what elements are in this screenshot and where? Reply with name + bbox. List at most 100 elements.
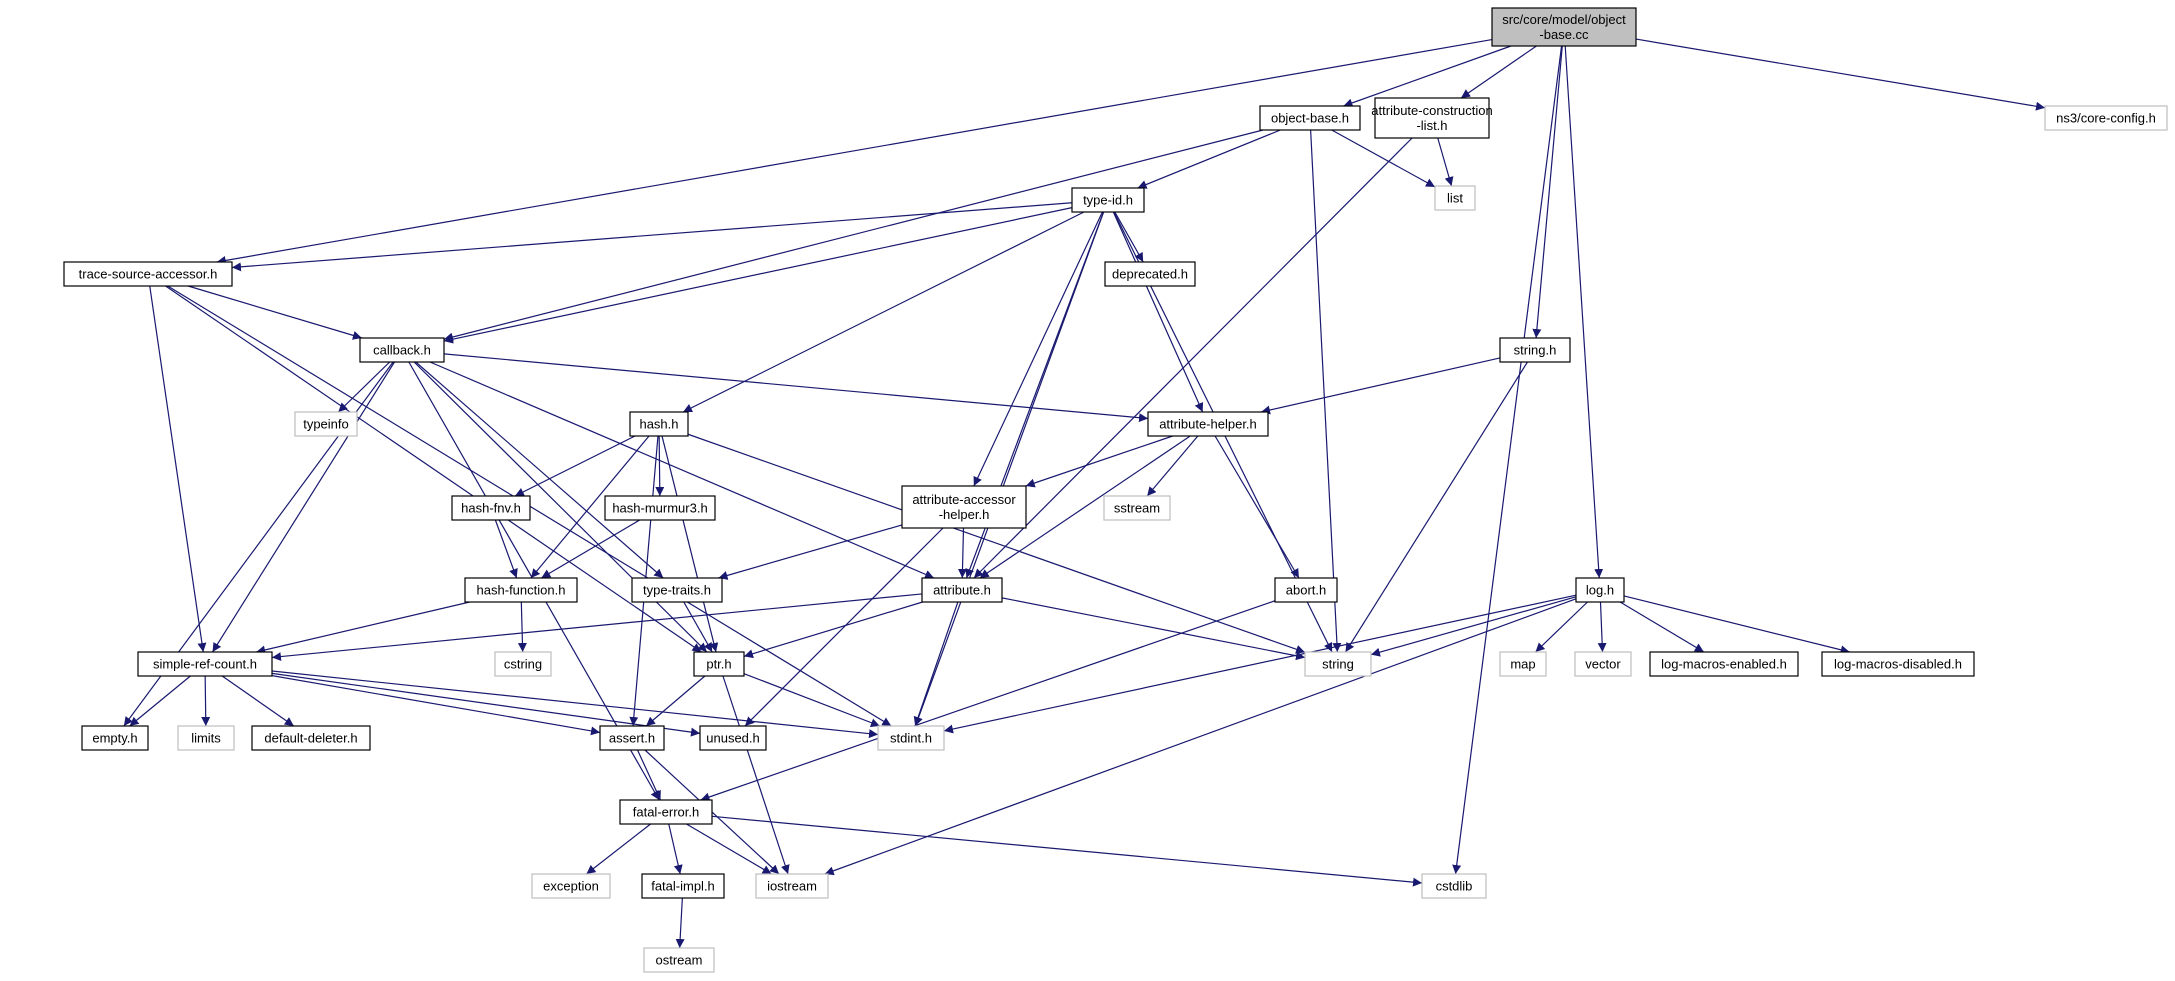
edge-root-to-attr_construction — [1460, 45, 1537, 99]
edge-type_id-to-callback — [443, 207, 1073, 344]
node-label: hash-murmur3.h — [612, 501, 707, 516]
node-map: map — [1499, 651, 1547, 677]
node-box — [1374, 97, 1490, 139]
node-label: attribute.h — [933, 583, 991, 598]
edge-attr_accessor-to-unused — [744, 527, 944, 727]
node-deprecated[interactable]: deprecated.h — [1104, 261, 1196, 287]
node-callback[interactable]: callback.h — [359, 337, 445, 363]
node-simple-ref[interactable]: simple-ref-count.h — [137, 651, 273, 677]
node-box — [1104, 261, 1196, 287]
node-root[interactable]: src/core/model/object-base.cc — [1491, 7, 1637, 47]
node-box — [451, 495, 531, 521]
node-label: -base.cc — [1539, 27, 1589, 42]
node-label: deprecated.h — [1112, 267, 1188, 282]
node-box — [1103, 495, 1171, 521]
node-label: type-id.h — [1083, 193, 1133, 208]
node-log[interactable]: log.h — [1575, 577, 1625, 603]
edge-type_id-to-hash — [682, 211, 1085, 413]
node-unused[interactable]: unused.h — [699, 725, 767, 751]
edge-trace_source-to-ptr — [165, 285, 702, 653]
node-stdint: stdint.h — [877, 725, 945, 751]
node-label: hash-function.h — [477, 583, 566, 598]
node-fatal-error[interactable]: fatal-error.h — [619, 799, 713, 825]
node-label: log-macros-enabled.h — [1661, 657, 1787, 672]
node-string-h[interactable]: string.h — [1499, 337, 1571, 363]
edge-type_id-to-trace_source — [231, 202, 1073, 272]
edge-assert-to-fatal_error — [636, 749, 662, 801]
edge-attribute-to-simple_ref — [271, 593, 923, 662]
edge-attr_helper-to-attribute — [979, 435, 1191, 579]
node-label: cstring — [504, 657, 542, 672]
node-hash[interactable]: hash.h — [629, 411, 689, 437]
edge-log-to-string — [1370, 596, 1577, 657]
node-box — [921, 577, 1003, 603]
node-label: fatal-error.h — [633, 805, 699, 820]
node-default-deleter[interactable]: default-deleter.h — [251, 725, 371, 751]
edge-string_h-to-attr_helper — [1260, 357, 1501, 415]
node-attr-accessor[interactable]: attribute-accessor-helper.h — [901, 485, 1027, 529]
node-box — [1575, 577, 1625, 603]
node-box — [1821, 651, 1975, 677]
node-label: log.h — [1586, 583, 1614, 598]
edge-callback-to-ptr — [413, 361, 708, 653]
node-attribute[interactable]: attribute.h — [921, 577, 1003, 603]
edge-hash-to-hash_function — [530, 435, 650, 579]
node-cstdlib: cstdlib — [1421, 873, 1487, 899]
edge-root-to-object_base_h — [1343, 45, 1512, 108]
node-empty[interactable]: empty.h — [81, 725, 149, 751]
node-attr-construction[interactable]: attribute-construction-list.h — [1371, 97, 1493, 139]
node-box — [1274, 577, 1338, 603]
edge-simple_ref-to-assert — [271, 675, 601, 736]
node-label: stdint.h — [890, 731, 932, 746]
node-fatal-impl[interactable]: fatal-impl.h — [641, 873, 725, 899]
edge-trace_source-to-simple_ref — [149, 285, 207, 653]
node-iostream: iostream — [755, 873, 829, 899]
node-box — [1649, 651, 1799, 677]
node-sstream: sstream — [1103, 495, 1171, 521]
node-label: string — [1322, 657, 1354, 672]
node-log-enabled[interactable]: log-macros-enabled.h — [1649, 651, 1799, 677]
edge-object_base_h-to-list — [1331, 129, 1436, 188]
edge-attr_helper-to-attr_accessor — [1025, 435, 1173, 488]
node-object-base-h[interactable]: object-base.h — [1259, 105, 1361, 131]
edge-attr_helper-to-abort — [1214, 435, 1300, 579]
node-label: ptr.h — [706, 657, 731, 672]
node-type-id[interactable]: type-id.h — [1071, 187, 1145, 213]
edge-callback-to-attribute — [429, 361, 935, 579]
edge-trace_source-to-callback — [187, 285, 363, 340]
node-label: exception — [543, 879, 599, 894]
edge-fatal_error-to-exception — [586, 823, 651, 875]
edge-ptr-to-stdint — [743, 673, 881, 727]
node-label: vector — [1585, 657, 1621, 672]
node-label: map — [1510, 657, 1535, 672]
node-hash-murmur[interactable]: hash-murmur3.h — [604, 495, 716, 521]
node-box — [599, 725, 665, 751]
edge-fatal_error-to-iostream — [686, 823, 772, 875]
node-abort[interactable]: abort.h — [1274, 577, 1338, 603]
node-attr-helper[interactable]: attribute-helper.h — [1147, 411, 1269, 437]
node-label: attribute-helper.h — [1159, 417, 1257, 432]
node-box — [619, 799, 713, 825]
node-box — [464, 577, 578, 603]
node-hash-fnv[interactable]: hash-fnv.h — [451, 495, 531, 521]
node-log-disabled[interactable]: log-macros-disabled.h — [1821, 651, 1975, 677]
node-trace-source[interactable]: trace-source-accessor.h — [63, 261, 233, 287]
node-assert[interactable]: assert.h — [599, 725, 665, 751]
node-label: hash-fnv.h — [461, 501, 521, 516]
node-label: sstream — [1114, 501, 1160, 516]
node-hash-function[interactable]: hash-function.h — [464, 577, 578, 603]
node-limits: limits — [177, 725, 235, 751]
edge-attribute-to-ptr — [743, 601, 923, 659]
node-box — [1421, 873, 1487, 899]
node-exception: exception — [531, 873, 611, 899]
node-box — [604, 495, 716, 521]
edge-attr_helper-to-sstream — [1146, 435, 1199, 497]
node-label: -list.h — [1416, 118, 1447, 133]
node-box — [2044, 105, 2168, 131]
node-type-traits[interactable]: type-traits.h — [631, 577, 723, 603]
edge-type_traits-to-ptr — [683, 601, 713, 653]
node-cstring: cstring — [494, 651, 552, 677]
node-ptr[interactable]: ptr.h — [693, 651, 745, 677]
edge-ptr-to-assert — [645, 675, 706, 727]
